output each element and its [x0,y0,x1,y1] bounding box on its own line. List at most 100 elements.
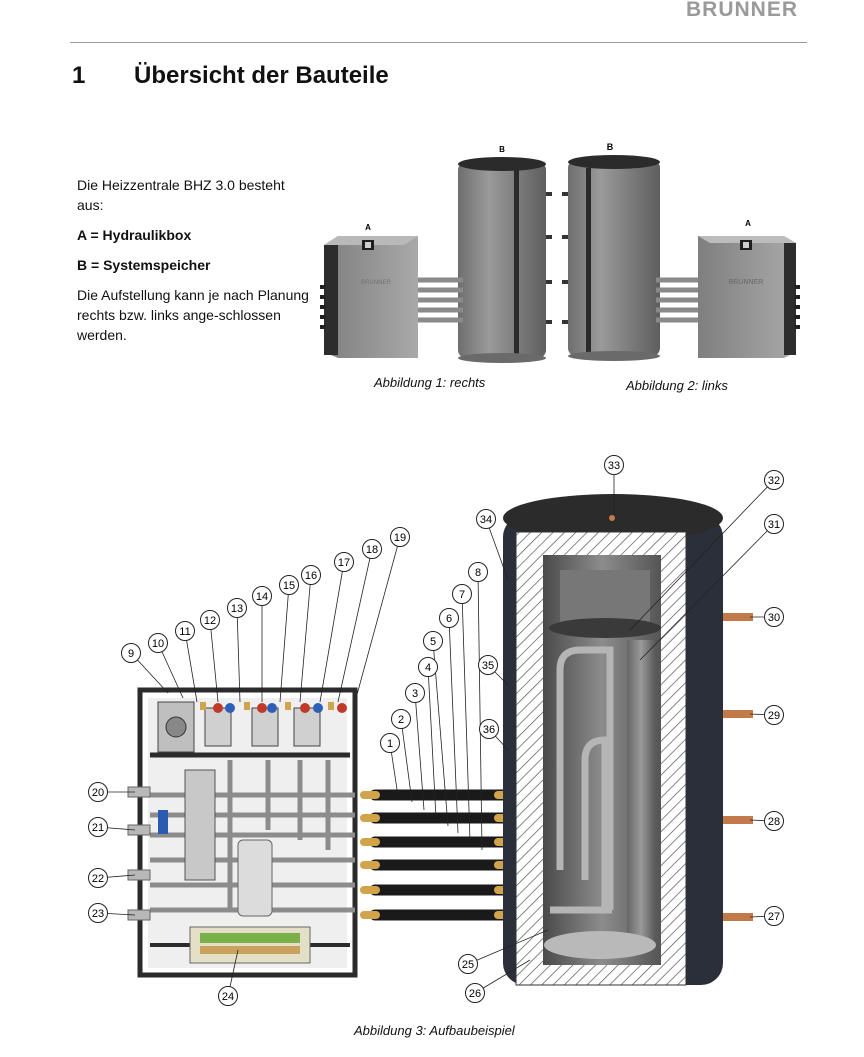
callout-label: 15 [283,580,295,592]
intro-text: Die Heizzentrale BHZ 3.0 besteht aus: A … [77,175,312,355]
callout-20: 20 [88,782,108,802]
intro-item-b: B = Systemspeicher [77,257,211,273]
callout-31: 31 [764,514,784,534]
callout-23: 23 [88,903,108,923]
fig2-hydraulic-box [698,236,796,358]
callout-leader-17 [319,561,345,703]
callout-label: 9 [128,648,134,660]
fig1-tank [458,162,546,358]
callout-10: 10 [148,633,168,653]
callout-label: 21 [92,822,104,834]
callout-leader-3 [414,692,425,811]
callout-16: 16 [301,565,321,585]
callout-label: 4 [425,662,431,674]
fig1-hydraulic-box [324,236,418,358]
callout-leader-34 [485,518,509,581]
callout-4: 4 [418,657,438,677]
callout-22: 22 [88,868,108,888]
hydraulic-box-frame [127,687,358,978]
callout-leader-7 [461,593,471,842]
callout-21: 21 [88,817,108,837]
figure-1-caption: Abbildung 1: rechts [374,375,486,390]
callout-label: 24 [222,991,234,1003]
callout-label: 16 [305,570,317,582]
callout-label: 14 [256,591,268,603]
callout-label: 10 [152,638,164,650]
fig2-label-a: A [745,219,751,228]
fig1-pipes [418,277,463,323]
header-rule [70,42,807,43]
fig2-box-logo: BRUNNER [729,279,764,286]
callout-24: 24 [218,986,238,1006]
callout-label: 18 [366,544,378,556]
callout-leader-31 [639,523,775,661]
callout-leader-12 [209,619,219,703]
fig2-label-b: B [607,142,614,152]
callout-leader-16 [299,574,312,703]
callout-18: 18 [362,539,382,559]
callout-8: 8 [468,562,488,582]
callout-34: 34 [476,509,496,529]
callout-label: 29 [768,710,780,722]
callout-leader-4 [427,666,437,819]
callout-27: 27 [764,906,784,926]
callout-label: 35 [482,660,494,672]
callout-label: 36 [483,724,495,736]
manifold-pumps [157,701,347,753]
storage-tank-cutaway [503,494,753,986]
callout-12: 12 [200,610,220,630]
callout-13: 13 [227,598,247,618]
callout-33: 33 [604,455,624,475]
callout-leader-8 [477,571,483,851]
callout-label: 5 [430,636,436,648]
callout-leader-2 [400,718,413,803]
callout-19: 19 [390,527,410,547]
section-title: Übersicht der Bauteile [134,62,389,89]
callout-label: 3 [412,688,418,700]
callout-leaders [97,465,775,997]
fig2-tank [568,160,660,356]
callout-label: 33 [608,460,620,472]
storage-module [237,839,273,917]
callout-leader-32 [629,479,775,631]
figure-2-caption: Abbildung 2: links [626,378,728,393]
callout-label: 8 [475,567,481,579]
callout-label: 12 [204,615,216,627]
callout-label: 30 [768,612,780,624]
callout-label: 7 [459,589,465,601]
callout-label: 1 [387,738,393,750]
intro-line-1: Die Heizzentrale BHZ 3.0 besteht aus: [77,177,285,213]
figure-3-assembly: 1234567891011121314151617181920212223242… [88,455,784,1006]
callout-label: 31 [768,519,780,531]
callout-label: 23 [92,908,104,920]
callout-leader-18 [337,548,373,703]
callout-leader-19 [354,536,401,703]
callout-leader-25 [467,929,549,965]
callout-leader-6 [448,617,459,834]
fig1-label-b: B [499,145,505,154]
callout-label: 17 [338,557,350,569]
callout-label: 20 [92,787,104,799]
fig2-pipes [656,277,700,323]
callout-17: 17 [334,552,354,572]
callout-5: 5 [423,631,443,651]
plate-heat-exchanger [184,769,216,881]
callout-label: 28 [768,816,780,828]
callout-11: 11 [175,621,195,641]
callout-label: 25 [462,959,474,971]
fig1-label-a: A [365,223,371,232]
callout-35: 35 [478,655,498,675]
callout-leader-13 [236,607,241,703]
callout-30: 30 [764,607,784,627]
callout-32: 32 [764,470,784,490]
figure-1-right: B A BRUNNER [320,145,552,363]
callout-label: 19 [394,532,406,544]
intro-item-a: A = Hydraulikbox [77,227,192,243]
callout-label: 22 [92,873,104,885]
callout-36: 36 [479,719,499,739]
fig1-box-logo: BRUNNER [361,280,391,286]
callout-leader-10 [157,642,184,699]
brand-logo: BRUNNER [686,0,798,18]
callout-label: 2 [398,714,404,726]
